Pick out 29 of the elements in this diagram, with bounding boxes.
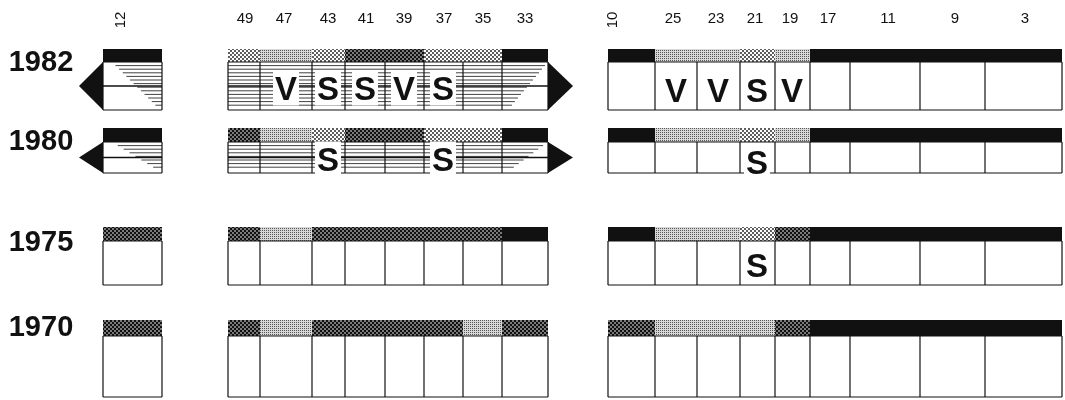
- house-number: 12: [109, 11, 129, 29]
- plot-letter: V: [273, 70, 299, 106]
- house-number: 43: [319, 7, 337, 28]
- house-number: 10: [601, 11, 621, 29]
- house-number: 21: [746, 7, 764, 28]
- house-number: 23: [707, 7, 725, 28]
- house-number: 11: [880, 7, 896, 28]
- house-number: 17: [819, 7, 837, 28]
- house-number: 49: [236, 7, 254, 28]
- house-number: 37: [435, 7, 453, 28]
- year-label: 1970: [8, 309, 74, 345]
- house-number: 41: [357, 7, 375, 28]
- house-number: 3: [1020, 7, 1030, 28]
- house-number: 33: [516, 7, 534, 28]
- year-label: 1975: [8, 224, 74, 260]
- house-number: 9: [950, 7, 960, 28]
- year-label: 1982: [8, 44, 74, 80]
- plot-letter: S: [315, 70, 341, 106]
- plot-letter: S: [315, 141, 341, 177]
- plot-letter: S: [352, 70, 378, 106]
- house-number: 39: [395, 7, 413, 28]
- house-number: 19: [781, 7, 799, 28]
- house-number: 25: [664, 7, 682, 28]
- plot-letter: S: [430, 70, 456, 106]
- house-number: 35: [474, 7, 492, 28]
- house-number: 47: [275, 7, 293, 28]
- year-label: 1980: [8, 123, 74, 159]
- plot-letter: V: [391, 70, 417, 106]
- plot-letter: S: [430, 141, 456, 177]
